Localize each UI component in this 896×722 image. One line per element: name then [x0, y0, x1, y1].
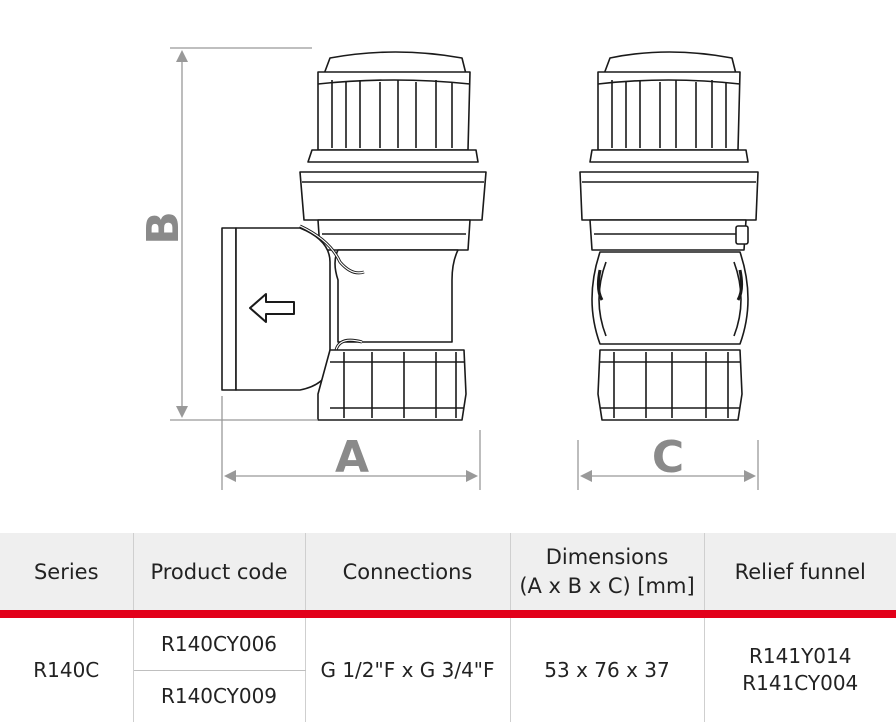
dimension-label-c: C [652, 432, 684, 483]
valve-front-view [579, 51, 759, 421]
cell-relief-funnel: R141Y014 R141CY004 [703, 618, 896, 722]
cell-connections: G 1/2"F x G 3/4"F [304, 618, 511, 722]
cell-dimensions: 53 x 76 x 37 [509, 618, 705, 722]
table-row: R140C R140CY006 G 1/2"F x G 3/4"F 53 x 7… [0, 618, 896, 722]
header-dimensions: Dimensions (A x B x C) [mm] [509, 533, 705, 611]
header-series: Series [0, 533, 134, 611]
dimension-label-b: B [138, 211, 189, 245]
cell-product-code-2: R140CY009 [160, 683, 278, 708]
cell-series: R140C [0, 618, 134, 722]
valve-side-view [221, 51, 487, 421]
header-dimensions-unit: (A x B x C) [mm] [519, 573, 695, 598]
cell-product-code-1: R140CY006 [132, 618, 306, 671]
dimension-lines [170, 47, 759, 490]
relief-funnel-code-2: R141CY004 [742, 671, 859, 696]
header-dimensions-title: Dimensions [545, 545, 669, 570]
header-connections: Connections [304, 533, 511, 611]
header-accent-bar [0, 610, 896, 619]
relief-funnel-code-1: R141Y014 [749, 644, 852, 669]
table-row: R140CY009 [0, 670, 896, 722]
dimension-label-a: A [335, 432, 369, 483]
product-spec-table: Series Product code Connections Dimensio… [0, 533, 896, 722]
table-header-row: Series Product code Connections Dimensio… [0, 533, 896, 611]
header-product-code: Product code [132, 533, 306, 611]
valve-technical-drawing: B A C [138, 47, 759, 490]
header-relief-funnel: Relief funnel [703, 533, 896, 611]
